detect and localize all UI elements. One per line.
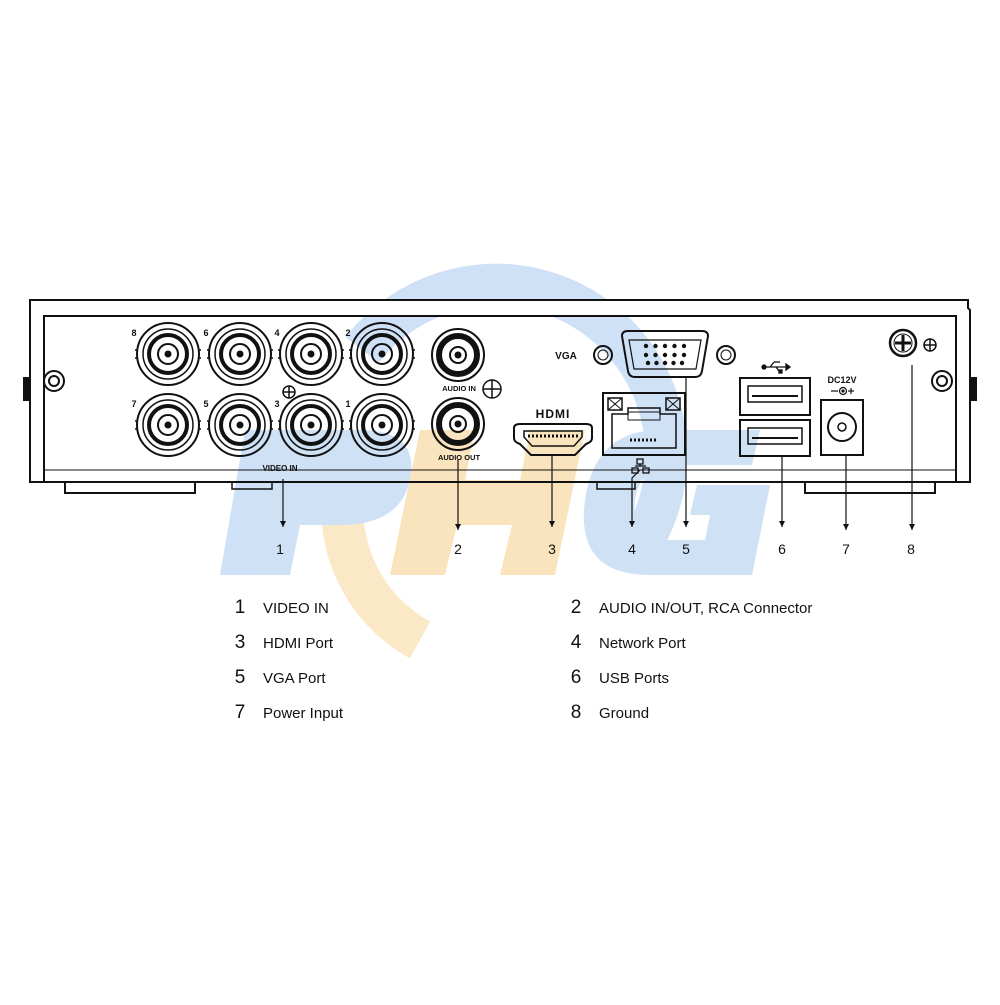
bnc-video-in-3[interactable] [278,393,344,457]
legend-label: Power Input [263,705,344,722]
video-in-bnc-connectors: 8 6 4 2 7 5 3 1 [131,322,415,457]
callout-number: 5 [682,541,690,557]
dvr-chassis [23,299,977,494]
legend-number: 1 [234,597,246,618]
legend-number: 7 [234,702,246,723]
vga-port[interactable] [593,330,736,378]
audio-ground-icon [482,379,502,399]
bnc-video-in-2[interactable] [349,322,415,386]
bnc-channel-number: 1 [345,399,350,409]
callout-number: 7 [842,541,850,557]
dc-power-panel-label: DC12V [827,375,856,385]
audio-in-rca-jack[interactable] [431,328,485,382]
hdmi-logo-label: HDMI [536,407,571,421]
callout-leaders: 1 2 3 4 5 6 7 8 [276,365,915,557]
legend-number: 5 [234,667,246,688]
dc-power-jack[interactable] [820,399,864,456]
bnc-channel-number: 6 [203,328,208,338]
bnc-channel-number: 7 [131,399,136,409]
callout-8: 8 [907,365,915,557]
video-in-panel-label: VIDEO IN [262,464,297,473]
callout-1: 1 [276,479,286,557]
phg-watermark-logo [220,263,770,659]
callout-number: 2 [454,541,462,557]
bnc-channel-number: 8 [131,328,136,338]
callout-2: 2 [454,460,462,557]
audio-in-panel-label: AUDIO IN [442,384,476,393]
bnc-video-in-7[interactable] [135,393,201,457]
video-in-ground-screw [282,385,296,399]
network-rj45-port[interactable] [602,392,686,456]
legend-label: HDMI Port [263,635,334,652]
usb-icon [761,361,792,374]
legend-label: USB Ports [599,670,670,687]
audio-rca-connectors [431,328,502,451]
bnc-video-in-1[interactable] [349,393,415,457]
bnc-channel-number: 4 [274,328,279,338]
legend-number: 6 [570,667,582,688]
legend-label: AUDIO IN/OUT, RCA Connector [599,600,813,617]
audio-out-rca-jack[interactable] [431,397,485,451]
bnc-channel-number: 2 [345,328,350,338]
legend-label: VGA Port [263,670,326,687]
vga-panel-label: VGA [555,351,577,362]
callout-4: 4 [628,469,641,557]
legend-number: 4 [570,632,582,653]
bnc-video-in-6[interactable] [207,322,273,386]
legend-label: VIDEO IN [263,600,329,617]
callout-5: 5 [682,377,690,557]
bnc-channel-number: 5 [203,399,208,409]
callout-number: 1 [276,541,284,557]
bnc-channel-number: 3 [274,399,279,409]
callout-number: 3 [548,541,556,557]
callout-number: 8 [907,541,915,557]
hdmi-port[interactable] [513,423,593,456]
legend-number: 8 [570,702,582,723]
bnc-video-in-8[interactable] [135,322,201,386]
vga-pins [643,343,687,366]
audio-out-panel-label: AUDIO OUT [438,453,481,462]
ground-screw[interactable] [888,328,918,358]
network-icon [631,458,650,474]
bnc-video-in-4[interactable] [278,322,344,386]
dc-polarity-icon [831,386,854,396]
callout-number: 6 [778,541,786,557]
usb-port-top[interactable] [739,377,811,416]
callout-3: 3 [548,456,556,557]
callout-number: 4 [628,541,636,557]
legend-number: 3 [234,632,246,653]
legend-label: Network Port [599,635,686,652]
legend-number: 2 [570,597,582,618]
callout-7: 7 [842,455,850,557]
legend-label: Ground [599,705,650,722]
bnc-video-in-5[interactable] [207,393,273,457]
ground-symbol-icon [923,338,937,352]
callout-6: 6 [778,456,786,557]
usb-port-bottom[interactable] [739,419,811,457]
